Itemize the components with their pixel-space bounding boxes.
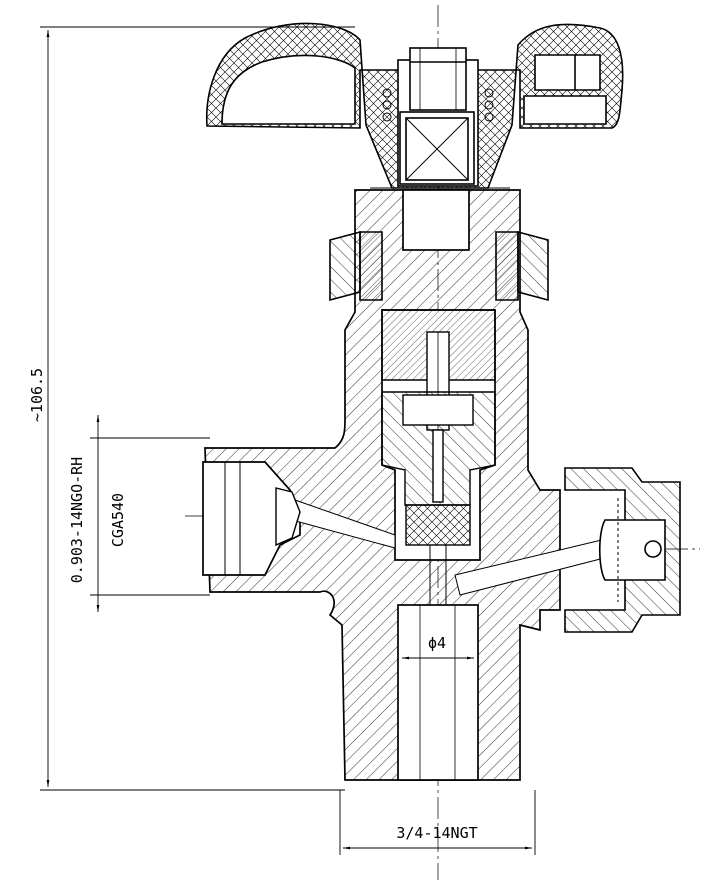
outlet-fitting [564, 467, 681, 633]
overall-height-label: ~106.5 [28, 368, 46, 422]
inlet-thread-label: 3/4-14NGT [396, 824, 477, 842]
valve-body [202, 189, 561, 781]
side-port-thread-label: 0.903-14NGO-RH [68, 457, 86, 583]
side-port-standard-label: CGA540 [109, 493, 127, 547]
dimension-lines [40, 26, 536, 855]
spindle-assembly [275, 309, 613, 605]
handwheel [205, 22, 624, 189]
bore-diameter-label: ϕ4 [428, 634, 446, 652]
